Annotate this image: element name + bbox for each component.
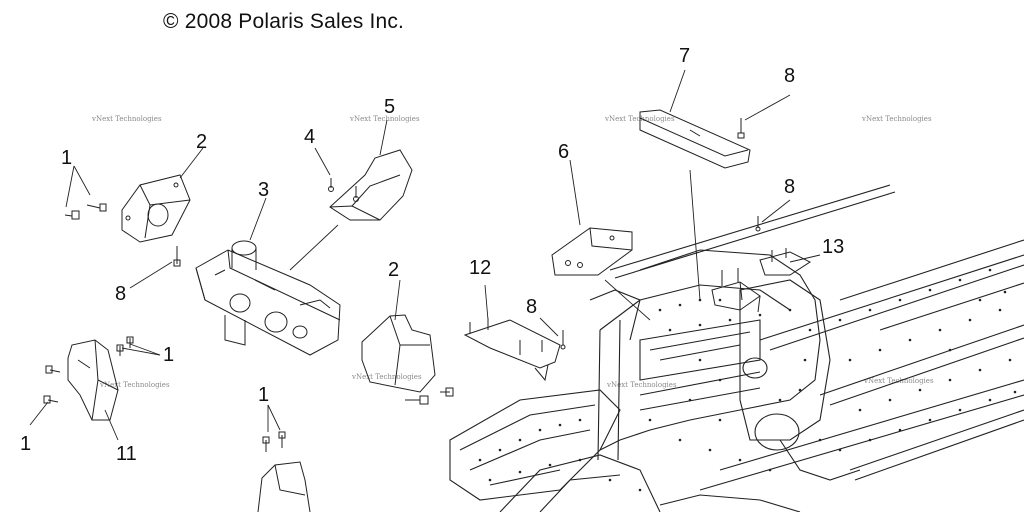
callout-2-upper: 2 bbox=[196, 131, 208, 153]
callout-8-right: 8 bbox=[784, 176, 796, 198]
part-8-bolts bbox=[173, 118, 761, 350]
callout-1-upper-left: 1 bbox=[61, 147, 73, 169]
callout-6: 6 bbox=[558, 141, 570, 163]
leader-lines bbox=[29, 69, 821, 441]
watermark: vNext Technologies bbox=[92, 115, 162, 123]
watermark: vNext Technologies bbox=[607, 381, 677, 389]
watermark: vNext Technologies bbox=[862, 115, 932, 123]
part-2-bracket-upper bbox=[121, 174, 191, 243]
part-12-plate bbox=[463, 318, 561, 382]
part-6-bracket bbox=[551, 227, 633, 276]
callout-4: 4 bbox=[304, 126, 316, 148]
callout-8-left: 8 bbox=[115, 283, 127, 305]
callout-1-bottom-left: 1 bbox=[20, 433, 32, 455]
callout-3: 3 bbox=[258, 179, 270, 201]
callout-8-middle: 8 bbox=[526, 296, 538, 318]
part-4-bolts bbox=[328, 178, 359, 202]
callout-1-middle-left: 1 bbox=[163, 344, 175, 366]
part-7-top-brace bbox=[639, 109, 751, 169]
callout-1-bottom: 1 bbox=[258, 384, 270, 406]
part-1-bolts-left bbox=[43, 336, 134, 404]
watermark: vNext Technologies bbox=[100, 381, 170, 389]
callout-11: 11 bbox=[116, 443, 137, 465]
watermark: vNext Technologies bbox=[352, 373, 422, 381]
part-11-bracket bbox=[67, 339, 119, 421]
callout-2-middle: 2 bbox=[388, 259, 400, 281]
part-3-steering-structure bbox=[195, 240, 341, 356]
part-2-bracket-lower bbox=[361, 314, 454, 405]
part-13-bracket bbox=[711, 248, 812, 313]
bottom-bracket bbox=[257, 431, 311, 512]
callout-7: 7 bbox=[679, 45, 691, 67]
callout-12: 12 bbox=[469, 257, 492, 279]
watermark: vNext Technologies bbox=[350, 115, 420, 123]
copyright-notice: © 2008 Polaris Sales Inc. bbox=[163, 10, 405, 33]
callout-5: 5 bbox=[384, 96, 396, 118]
callout-8-top: 8 bbox=[784, 65, 796, 87]
chassis-frame bbox=[449, 184, 1024, 512]
callout-13: 13 bbox=[822, 236, 845, 258]
part-5-cover bbox=[329, 149, 413, 221]
part-1-bolts-upper bbox=[64, 203, 107, 220]
